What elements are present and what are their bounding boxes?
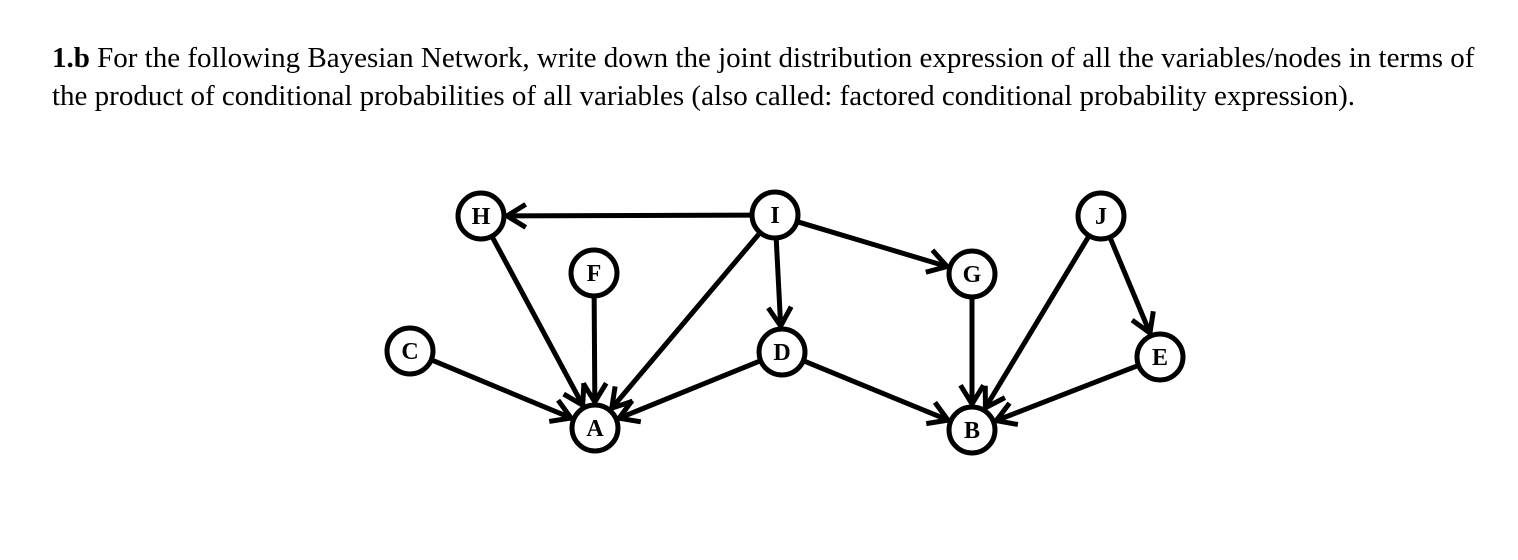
arrowhead: [614, 399, 642, 425]
arrowhead: [958, 383, 986, 409]
edge-line: [508, 212, 751, 219]
question-number: 1.b: [52, 42, 90, 74]
edge-line: [798, 219, 946, 269]
node-circle: [946, 404, 998, 456]
edge-F-to-A: [581, 297, 609, 407]
node-B: B: [946, 404, 998, 456]
arrowhead: [502, 202, 528, 230]
node-label: E: [1152, 345, 1168, 371]
edge-line: [1108, 238, 1152, 333]
arrowhead: [925, 248, 952, 275]
node-circle: [946, 248, 998, 300]
node-label: D: [773, 340, 790, 366]
edge-J-to-E: [1108, 238, 1156, 338]
question-text: 1.b For the following Bayesian Network, …: [52, 40, 1492, 115]
edge-line: [611, 232, 761, 409]
node-J: J: [1075, 190, 1127, 242]
edge-I-to-A: [608, 232, 761, 412]
edge-C-to-A: [432, 358, 576, 424]
edge-D-to-A: [614, 359, 760, 425]
node-E: E: [1134, 331, 1186, 383]
nodes: H I J F G C D E A B: [384, 189, 1186, 456]
edge-line: [432, 358, 571, 420]
node-H: H: [455, 190, 507, 242]
edge-H-to-A: [490, 236, 587, 410]
node-label: C: [401, 339, 418, 365]
arrowhead: [608, 386, 634, 412]
arrowhead: [1130, 310, 1156, 338]
edge-line: [984, 236, 1091, 408]
edge-I-to-H: [502, 202, 751, 230]
edge-line: [490, 236, 584, 405]
edge-line: [997, 363, 1138, 423]
node-circle: [455, 190, 507, 242]
node-label: H: [472, 204, 491, 230]
node-circle: [569, 402, 621, 454]
node-I: I: [749, 189, 801, 241]
node-label: B: [964, 418, 980, 444]
node-circle: [1134, 331, 1186, 383]
arrowhead: [991, 401, 1019, 427]
node-circle: [749, 189, 801, 241]
question-body: For the following Bayesian Network, writ…: [52, 42, 1475, 112]
node-A: A: [569, 402, 621, 454]
node-circle: [1075, 190, 1127, 242]
node-label: G: [963, 262, 982, 288]
arrowhead: [766, 305, 794, 331]
node-D: D: [756, 326, 808, 378]
edge-line: [804, 359, 948, 422]
edge-J-to-B: [982, 236, 1091, 412]
node-circle: [568, 247, 620, 299]
arrowhead: [925, 400, 953, 427]
edge-line: [619, 359, 760, 420]
edge-I-to-D: [766, 239, 794, 331]
edge-I-to-G: [798, 219, 952, 275]
node-F: F: [568, 247, 620, 299]
node-label: A: [586, 416, 604, 442]
edge-line: [773, 239, 784, 325]
arrowhead: [548, 398, 576, 424]
edge-G-to-B: [958, 299, 986, 409]
node-label: F: [587, 261, 602, 287]
arrowhead: [581, 381, 609, 407]
arrowhead: [562, 382, 587, 410]
node-circle: [756, 326, 808, 378]
node-label: J: [1095, 204, 1107, 230]
edge-E-to-B: [991, 363, 1138, 427]
node-label: I: [770, 203, 779, 229]
edge-D-to-B: [804, 359, 953, 427]
node-G: G: [946, 248, 998, 300]
node-circle: [384, 325, 436, 377]
edges: [432, 202, 1156, 427]
node-C: C: [384, 325, 436, 377]
arrowhead: [982, 385, 1007, 412]
edge-line: [591, 297, 598, 401]
